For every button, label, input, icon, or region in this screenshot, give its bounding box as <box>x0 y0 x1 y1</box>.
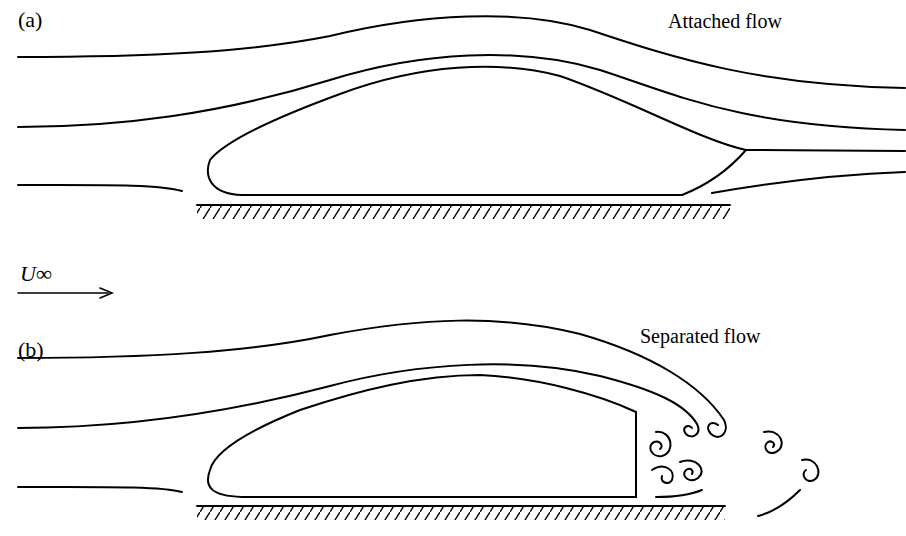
ground-line <box>197 204 730 206</box>
streamline <box>746 150 905 151</box>
flow-state-label: Attached flow <box>668 10 782 32</box>
car-body <box>208 375 636 497</box>
wake-line <box>656 490 702 497</box>
freestream-velocity: U∞ <box>20 262 52 286</box>
vortex <box>680 461 702 481</box>
vortex <box>764 431 782 453</box>
streamline <box>18 487 182 492</box>
panel-label: (a) <box>18 8 42 32</box>
panel-label: (b) <box>18 338 44 362</box>
vortex <box>652 467 673 483</box>
streamline <box>18 185 182 191</box>
arrow-head <box>100 288 112 298</box>
streamline <box>18 321 726 437</box>
wake-line <box>758 490 800 516</box>
streamline <box>18 364 698 436</box>
car-body <box>208 67 746 195</box>
ground-line <box>197 505 725 507</box>
ground-hatching <box>197 506 725 520</box>
freestream-arrow <box>18 292 108 294</box>
flow-state-label: Separated flow <box>640 325 761 347</box>
streamline <box>18 55 905 130</box>
vortex <box>650 432 670 456</box>
vortex <box>802 459 818 481</box>
streamline <box>712 172 905 193</box>
ground-hatching <box>197 205 730 219</box>
